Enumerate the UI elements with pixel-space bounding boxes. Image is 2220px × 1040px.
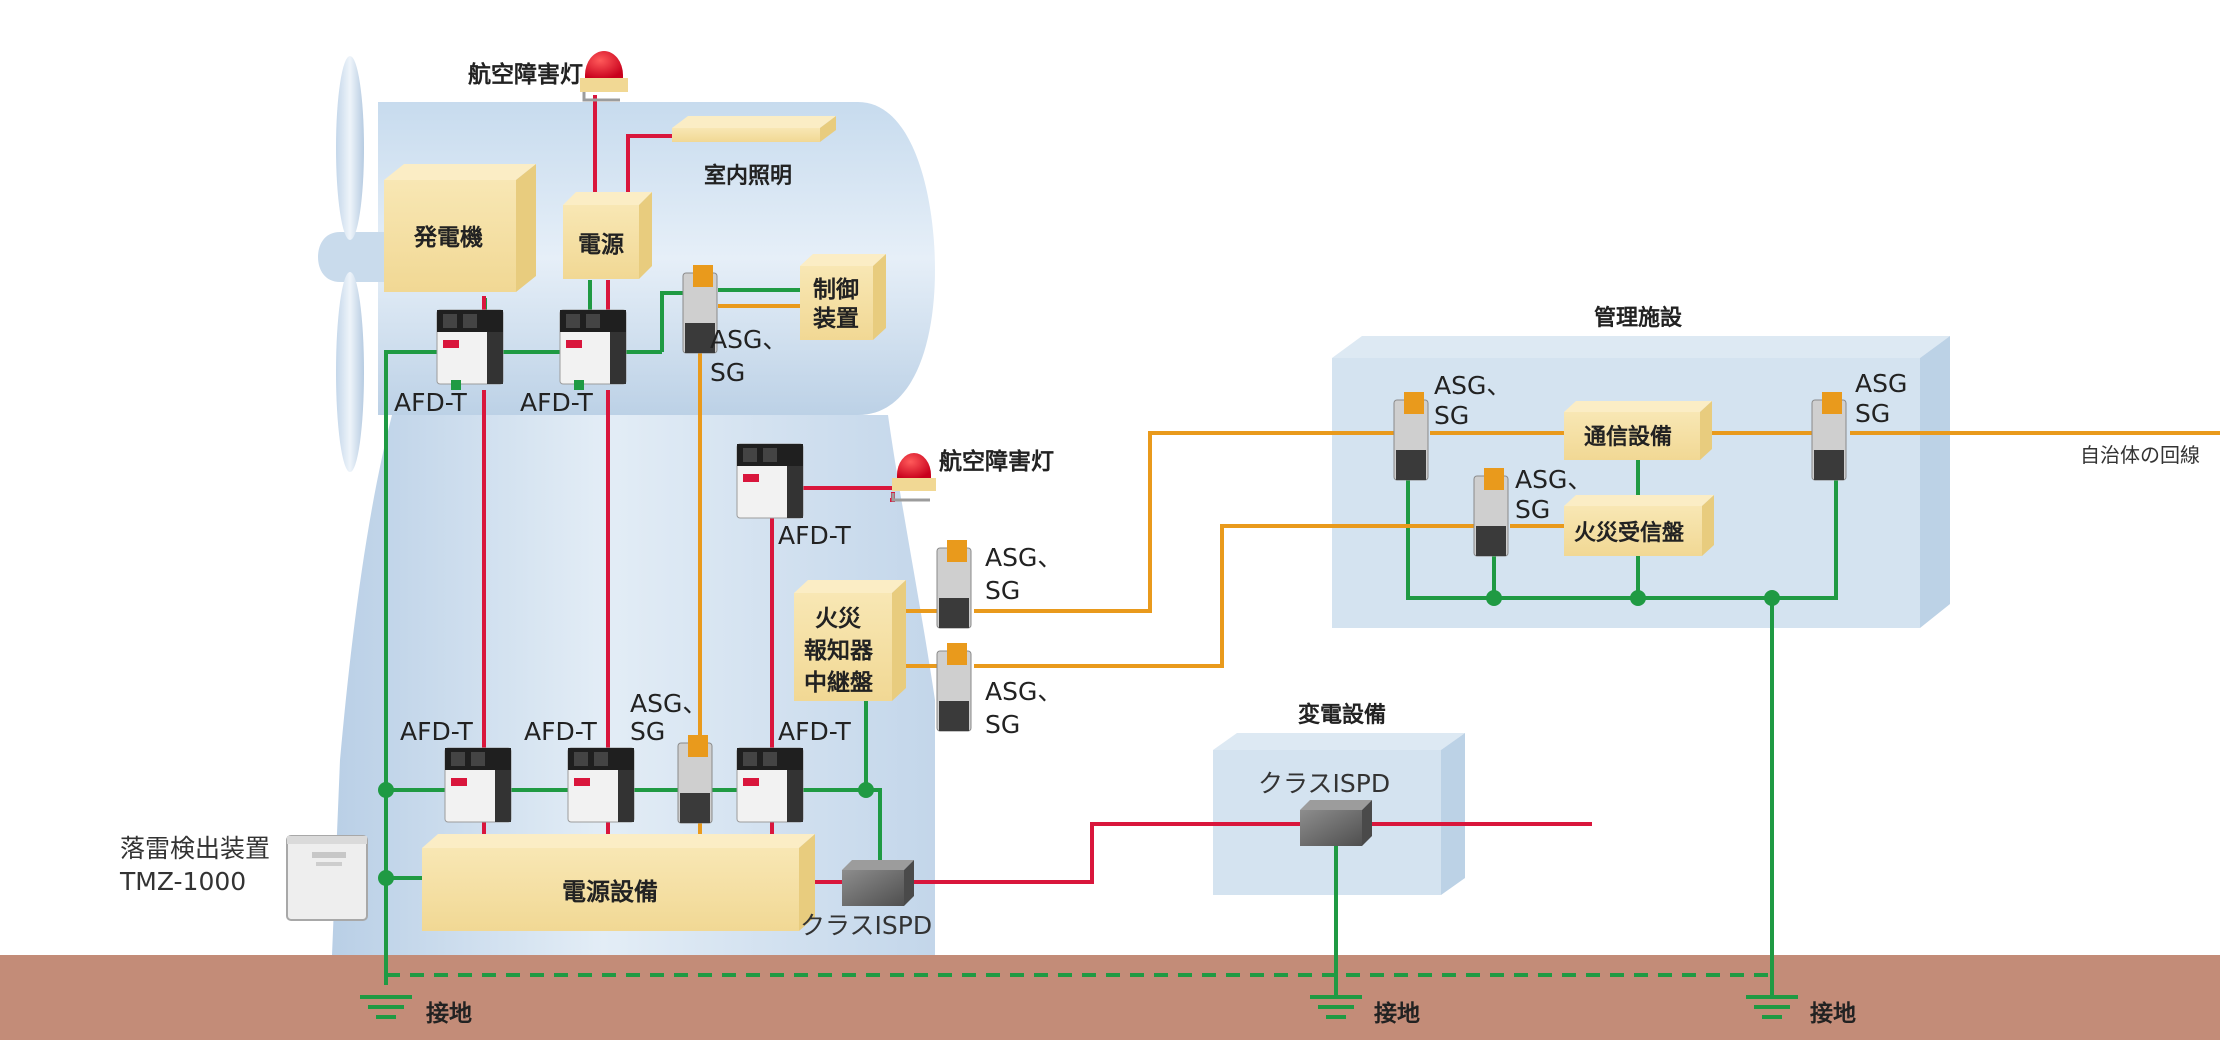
label-afd-t-base-2: AFD-T <box>524 717 597 746</box>
turbine-blade-upper <box>336 56 364 240</box>
label-power-source: 電源 <box>578 232 624 258</box>
label-ground-3: 接地 <box>1810 1001 1856 1027</box>
label-fire-relay-3: 中継盤 <box>804 669 874 696</box>
afd-t-device-base-1 <box>444 747 512 823</box>
asg-sg-device-mgmt-right <box>1811 392 1847 481</box>
label-asg-sg-fire-upper-2: SG <box>985 576 1020 605</box>
substation-side <box>1441 733 1465 895</box>
label-asg-sg-fire-upper-1: ASG、 <box>985 543 1062 572</box>
label-municipal-line: 自治体の回線 <box>2080 443 2200 467</box>
label-afd-t-base-1: AFD-T <box>400 717 473 746</box>
label-ground-1: 接地 <box>426 1001 472 1027</box>
label-lightning-detector-2: TMZ-1000 <box>119 867 246 896</box>
turbine-hub <box>318 232 385 282</box>
aviation-light-top-icon <box>580 51 628 102</box>
asg-sg-device-fire-upper <box>936 540 972 629</box>
label-management-facility: 管理施設 <box>1594 305 1683 331</box>
label-asg-sg-mgmt-left-2: SG <box>1434 401 1469 430</box>
afd-t-device-nacelle-left <box>436 309 504 390</box>
comm-equipment-box <box>1564 401 1712 460</box>
ground-junction-dots <box>378 590 1780 886</box>
label-asg-sg-mgmt-left-1: ASG、 <box>1434 371 1511 400</box>
asg-sg-device-mgmt-mid <box>1473 468 1509 557</box>
label-aviation-light-tower: 航空障害灯 <box>939 448 1054 475</box>
label-substation: 変電設備 <box>1298 702 1386 728</box>
label-asg-sg-base-1: ASG、 <box>630 689 707 718</box>
label-asg-sg-fire-lower-2: SG <box>985 710 1020 739</box>
ground-soil <box>0 955 2220 1040</box>
label-lightning-detector-1: 落雷検出装置 <box>120 834 270 863</box>
class1-spd-substation-device <box>1300 800 1372 846</box>
fire-relay-panel-box <box>794 580 906 701</box>
asg-sg-device-base <box>677 735 713 824</box>
label-asg-sg-base-2: SG <box>630 717 665 746</box>
asg-sg-device-mgmt-left <box>1393 392 1429 481</box>
label-afd-t-base-3: AFD-T <box>778 717 851 746</box>
afd-t-device-tower <box>736 443 804 519</box>
label-indoor-lighting: 室内照明 <box>704 163 792 189</box>
label-afd-t-tower: AFD-T <box>778 521 851 550</box>
asg-sg-device-nacelle <box>682 265 718 354</box>
afd-t-device-base-2 <box>567 747 635 823</box>
label-fire-receiver: 火災受信盤 <box>1574 520 1685 546</box>
ground-symbol-3-icon <box>1746 995 1798 1019</box>
label-comm-equipment: 通信設備 <box>1584 424 1672 450</box>
indoor-lighting-panel <box>672 116 836 142</box>
lightning-detector-device <box>286 835 368 921</box>
label-fire-relay-1: 火災 <box>815 606 862 632</box>
label-asg-sg-nacelle-1: ASG、 <box>710 325 787 354</box>
label-fire-relay-2: 報知器 <box>804 637 874 664</box>
label-asg-sg-mgmt-mid-2: SG <box>1515 495 1550 524</box>
substation-top <box>1213 733 1465 750</box>
class1-spd-base-device <box>842 860 914 906</box>
label-control-device-1: 制御 <box>813 276 859 303</box>
ground-symbol-2-icon <box>1310 995 1362 1019</box>
turbine-blade-lower <box>336 272 364 472</box>
label-asg-sg-mgmt-right-1: ASG <box>1855 369 1907 398</box>
label-asg-sg-mgmt-right-2: SG <box>1855 399 1890 428</box>
fire-receiver-box <box>1564 495 1714 556</box>
label-control-device-2: 装置 <box>813 306 859 332</box>
label-ground-2: 接地 <box>1374 1001 1420 1027</box>
asg-sg-device-fire-lower <box>936 643 972 732</box>
label-generator: 発電機 <box>413 225 483 251</box>
control-device-box <box>800 254 886 340</box>
label-aviation-light-top: 航空障害灯 <box>468 61 583 88</box>
afd-t-device-nacelle-right <box>559 309 627 390</box>
signal-wiring <box>698 304 2220 848</box>
aviation-light-tower-icon <box>891 453 936 502</box>
generator-box <box>384 164 536 292</box>
management-facility-side <box>1920 336 1950 628</box>
afd-t-device-base-3 <box>736 747 804 823</box>
power-equipment-box <box>422 834 815 931</box>
management-facility-top <box>1332 336 1950 358</box>
label-asg-sg-mgmt-mid-1: ASG、 <box>1515 465 1592 494</box>
label-asg-sg-nacelle-2: SG <box>710 358 745 387</box>
label-class1-spd-base: クラスⅠSPD <box>800 911 932 940</box>
power-source-box <box>563 192 652 279</box>
label-asg-sg-fire-lower-1: ASG、 <box>985 677 1062 706</box>
ground-symbol-1-icon <box>360 995 412 1019</box>
label-class1-spd-substation: クラスⅠSPD <box>1258 769 1390 798</box>
label-power-equipment: 電源設備 <box>562 878 658 906</box>
label-afd-t-nacelle-left: AFD-T <box>394 388 467 417</box>
label-afd-t-nacelle-right: AFD-T <box>520 388 593 417</box>
